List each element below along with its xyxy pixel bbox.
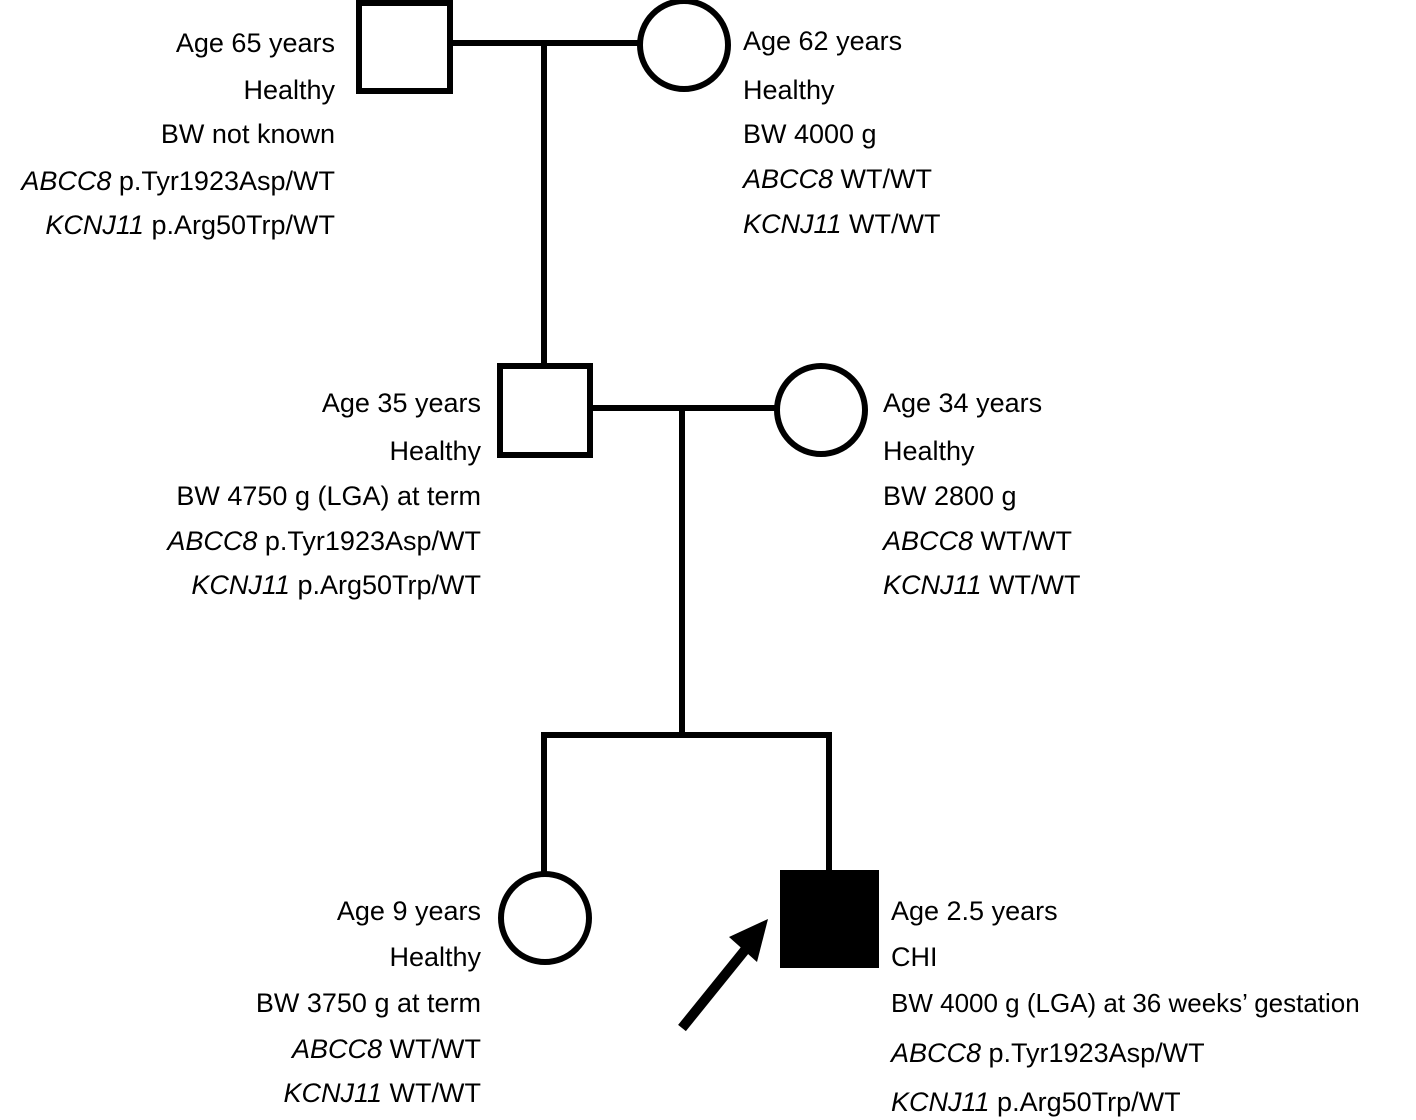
grandfather-bw: BW not known (160, 119, 335, 149)
mother-bw: BW 2800 g (883, 481, 1017, 511)
grandmother-kcnj11-gene: KCNJ11 (743, 209, 842, 239)
sister-kcnj11-value: WT/WT (382, 1078, 481, 1108)
father-kcnj11-gene: KCNJ11 (191, 570, 290, 600)
proband-kcnj11-value: p.Arg50Trp/WT (989, 1087, 1181, 1117)
sister-symbol (498, 871, 592, 965)
grandmother-status: Healthy (743, 75, 835, 105)
sister-abcc8-label: ABCC8 WT/WT (292, 1036, 481, 1063)
grandfather-abcc8-value: p.Tyr1923Asp/WT (111, 166, 335, 196)
grandmother-symbol (637, 0, 731, 92)
father-kcnj11-label: KCNJ11 p.Arg50Trp/WT (191, 572, 481, 599)
mother-kcnj11-value: WT/WT (981, 570, 1081, 600)
father-abcc8-gene: ABCC8 (167, 526, 258, 556)
proband-abcc8-gene: ABCC8 (891, 1038, 982, 1068)
sister-kcnj11-gene: KCNJ11 (283, 1078, 383, 1108)
grandfather-status-label: Healthy (243, 77, 335, 104)
proband-abcc8-value: p.Tyr1923Asp/WT (981, 1038, 1205, 1068)
father-age: Age 35 years (321, 388, 481, 418)
proband-abcc8-label: ABCC8 p.Tyr1923Asp/WT (891, 1040, 1205, 1067)
grandfather-abcc8-gene: ABCC8 (21, 166, 112, 196)
proband-bw: BW 4000 g (LGA) at 36 weeks’ gestation (891, 988, 1360, 1018)
father-bw: BW 4750 g (LGA) at term (176, 481, 481, 511)
grandfather-kcnj11-gene: KCNJ11 (45, 210, 144, 240)
proband-status: CHI (891, 942, 938, 972)
sister-abcc8-value: WT/WT (382, 1034, 481, 1064)
father-abcc8-label: ABCC8 p.Tyr1923Asp/WT (167, 528, 481, 555)
mother-abcc8-gene: ABCC8 (883, 526, 974, 556)
proband-arrow-head (729, 919, 768, 962)
father-symbol (497, 363, 593, 458)
grandfather-kcnj11-label: KCNJ11 p.Arg50Trp/WT (45, 212, 335, 239)
grandfather-label: Age 65 years (176, 30, 335, 57)
grandmother-bw: BW 4000 g (743, 119, 877, 149)
mother-kcnj11-gene: KCNJ11 (883, 570, 982, 600)
mother-abcc8-label: ABCC8 WT/WT (883, 528, 1072, 555)
grandfather-age: Age 65 years (175, 28, 335, 58)
father-kcnj11-value: p.Arg50Trp/WT (289, 570, 481, 600)
grandmother-kcnj11-label: KCNJ11 WT/WT (743, 211, 941, 238)
grandmother-abcc8-value: WT/WT (833, 164, 932, 194)
sister-status: Healthy (389, 942, 481, 972)
sister-age: Age 9 years (336, 896, 481, 926)
proband-kcnj11-gene: KCNJ11 (891, 1087, 990, 1117)
grandfather-abcc8-label: ABCC8 p.Tyr1923Asp/WT (21, 168, 335, 195)
mother-age: Age 34 years (883, 388, 1043, 418)
sister-kcnj11-label: KCNJ11 WT/WT (283, 1080, 481, 1107)
proband-symbol (780, 870, 879, 968)
proband-kcnj11-label: KCNJ11 p.Arg50Trp/WT (891, 1089, 1181, 1116)
proband-arrow-shaft (678, 946, 749, 1032)
mother-abcc8-value: WT/WT (973, 526, 1072, 556)
father-abcc8-value: p.Tyr1923Asp/WT (257, 526, 481, 556)
grandfather-bw-label: BW not known (161, 121, 335, 148)
grandfather-status: Healthy (243, 75, 335, 105)
grandmother-abcc8-gene: ABCC8 (743, 164, 834, 194)
mother-kcnj11-label: KCNJ11 WT/WT (883, 572, 1081, 599)
proband-age: Age 2.5 years (891, 896, 1058, 926)
father-status: Healthy (389, 436, 481, 466)
grandmother-abcc8-label: ABCC8 WT/WT (743, 166, 932, 193)
sister-bw: BW 3750 g at term (255, 988, 481, 1018)
sister-abcc8-gene: ABCC8 (292, 1034, 383, 1064)
grandfather-symbol (356, 0, 453, 94)
grandmother-kcnj11-value: WT/WT (841, 209, 941, 239)
mother-symbol (774, 363, 868, 457)
mother-status: Healthy (883, 436, 975, 466)
grandfather-kcnj11-value: p.Arg50Trp/WT (143, 210, 335, 240)
grandmother-age: Age 62 years (743, 26, 903, 56)
